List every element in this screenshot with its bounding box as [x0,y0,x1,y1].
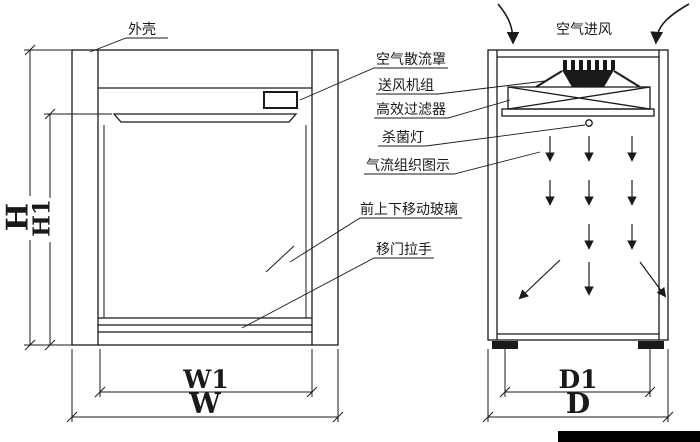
side-view [487,49,669,349]
foot-left [492,341,518,349]
label-germicidal-lamp: 杀菌灯 [382,130,424,146]
dim-label-W1: W1 [182,365,228,394]
hepa-filter-graphic [501,86,655,117]
front-view [71,49,339,346]
dim-label-W: W [188,387,221,420]
leader-airflow-pattern [364,151,541,175]
label-air-diffuser: 空气散流罩 [376,52,446,68]
leader-outer-shell [89,37,168,53]
leader-door-handle [241,257,434,329]
glass-mark [265,245,295,273]
dim-label-D1: D1 [558,365,597,394]
label-airflow-pattern: 气流组织图示 [366,158,450,174]
leader-moving-glass [289,217,462,263]
label-fan-unit: 送风机组 [378,78,434,94]
label-door-handle: 移门拉手 [376,242,432,258]
dim-label-D: D [566,387,590,420]
air-inlet-arrows [497,3,690,45]
dim-label-H1: H1 [29,199,56,237]
dimension-labels: H H1 W1 W D1 D [1,199,598,420]
label-moving-glass: 前上下移动玻璃 [360,201,458,218]
label-outer-shell: 外壳 [128,21,156,38]
label-air-inlet: 空气进风 [556,22,612,38]
dimension-lines [24,44,674,423]
leader-germicidal-lamp [378,124,586,147]
leader-hepa-filter [374,99,511,119]
airflow-arrows [518,136,667,300]
leader-air-diffuser [299,67,448,101]
lamp-box [263,91,298,109]
leader-lines [89,37,586,329]
dim-label-H: H [1,203,36,231]
cabinet-outline [71,49,339,346]
fan-unit-graphic [562,60,615,87]
callout-labels: 外壳 空气进风 空气散流罩 送风机组 高效过滤器 杀菌灯 气流组织图示 前上下移… [128,21,612,258]
label-hepa-filter: 高效过滤器 [376,101,446,118]
diffuser-plate [112,113,298,123]
inlet-arrow-right [650,3,690,45]
foot-right [638,341,664,349]
uv-lamp-graphic [585,119,593,127]
bottom-right-black-bar [558,431,700,442]
cabinet-outline-side [487,49,669,341]
inlet-arrow-left [497,3,520,45]
leader-fan-unit [376,80,546,95]
